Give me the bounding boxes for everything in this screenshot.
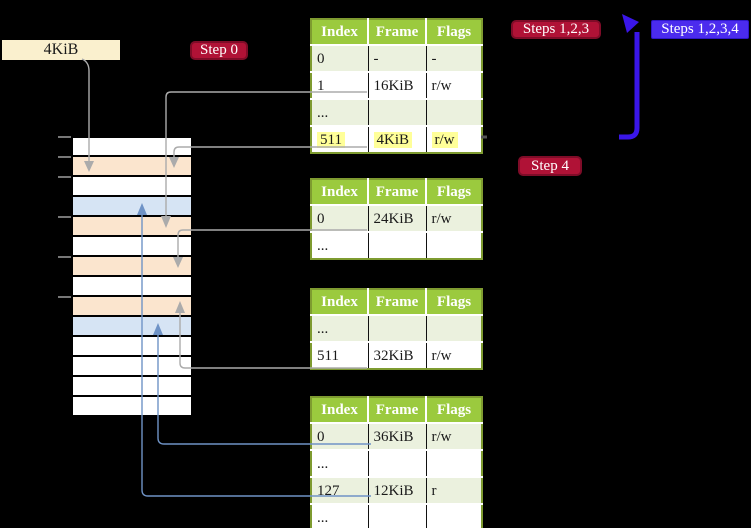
- table-cell: -: [367, 44, 426, 72]
- badge-step-0: Step 0: [190, 41, 248, 60]
- table-header-row: Index Frame Flags: [311, 19, 482, 46]
- table-row: 0 - -: [311, 44, 482, 72]
- badge-steps-1-2-3: Steps 1,2,3: [511, 20, 601, 39]
- table-cell: ...: [311, 449, 368, 477]
- badge-steps-1-2-3-4: Steps 1,2,3,4: [651, 20, 749, 39]
- page-table-4: Index Frame Flags 0 36KiB r/w ... 127 12…: [310, 396, 483, 528]
- column-header: Frame: [368, 19, 427, 46]
- column-header: Flags: [426, 397, 482, 424]
- badge-step-4: Step 4: [518, 156, 582, 176]
- page-table-3: Index Frame Flags ... 511 32KiB r/w: [310, 288, 483, 370]
- table-cell: 511: [311, 341, 368, 369]
- table-cell: ...: [311, 503, 368, 528]
- table-row: 0 24KiB r/w: [311, 204, 482, 232]
- table-header-row: Index Frame Flags: [311, 397, 482, 424]
- table-cell: 16KiB: [367, 71, 426, 99]
- table-cell: r/w: [425, 204, 482, 232]
- table-row: 511 32KiB r/w: [311, 341, 482, 369]
- table-cell: r/w: [425, 341, 482, 369]
- page-table-1: Index Frame Flags 0 - - 1 16KiB r/w ... …: [310, 18, 483, 154]
- table-cell: ...: [311, 231, 368, 259]
- memory-frame: [73, 317, 191, 337]
- table-cell: [425, 231, 482, 259]
- table-cell: 511: [311, 125, 368, 153]
- table-header-row: Index Frame Flags: [311, 179, 482, 206]
- memory-frame: [73, 217, 191, 237]
- table-cell: [367, 231, 426, 259]
- memory-tick-marks: [58, 136, 71, 298]
- table-cell: 24KiB: [367, 204, 426, 232]
- table-cell: [425, 449, 482, 477]
- table-row: ...: [311, 98, 482, 126]
- table-cell: r/w: [425, 125, 482, 153]
- table-cell: 32KiB: [367, 341, 426, 369]
- memory-frame: [73, 237, 191, 257]
- table-cell: 0: [311, 422, 368, 450]
- table-cell: -: [425, 44, 482, 72]
- column-header: Frame: [368, 289, 427, 316]
- table-cell: 4KiB: [367, 125, 426, 153]
- column-header: Index: [311, 19, 369, 46]
- table-row-highlighted: 511 4KiB r/w: [311, 125, 482, 153]
- recursive-loop-arrow: [619, 14, 640, 140]
- table-row: 1 16KiB r/w: [311, 71, 482, 99]
- table-cell: 127: [311, 476, 368, 504]
- memory-frame: [73, 177, 191, 197]
- column-header: Index: [311, 179, 369, 206]
- memory-frame: [73, 397, 191, 417]
- table-cell: [367, 449, 426, 477]
- table-cell: ...: [311, 314, 368, 342]
- column-header: Frame: [368, 179, 427, 206]
- physical-memory-column: [72, 137, 192, 417]
- table-row: ...: [311, 503, 482, 528]
- memory-frame: [73, 357, 191, 377]
- table-row: ...: [311, 231, 482, 259]
- table-cell: [367, 314, 426, 342]
- table-cell: [367, 98, 426, 126]
- memory-frame: [73, 337, 191, 357]
- memory-frame: [73, 257, 191, 277]
- highlight: 511: [317, 131, 345, 148]
- column-header: Index: [311, 289, 369, 316]
- memory-frame: [73, 157, 191, 177]
- table-cell: r/w: [425, 71, 482, 99]
- memory-frame: [73, 197, 191, 217]
- column-header: Index: [311, 397, 369, 424]
- table-header-row: Index Frame Flags: [311, 289, 482, 316]
- arrowhead-up-left-icon: [622, 14, 639, 33]
- table-cell: ...: [311, 98, 368, 126]
- table-cell: r/w: [425, 422, 482, 450]
- table-cell: 12KiB: [367, 476, 426, 504]
- table-cell: 0: [311, 44, 368, 72]
- highlight: 4KiB: [373, 131, 413, 148]
- table-cell: [367, 503, 426, 528]
- page-table-2: Index Frame Flags 0 24KiB r/w ...: [310, 178, 483, 260]
- table-cell: 1: [311, 71, 368, 99]
- table-row: 0 36KiB r/w: [311, 422, 482, 450]
- memory-frame: [73, 377, 191, 397]
- column-header: Flags: [426, 289, 482, 316]
- table-row: 127 12KiB r: [311, 476, 482, 504]
- table-cell: 36KiB: [367, 422, 426, 450]
- table-cell: [425, 503, 482, 528]
- memory-frame: [73, 297, 191, 317]
- table-cell: [425, 98, 482, 126]
- table-row: ...: [311, 449, 482, 477]
- frame-size-label: 4KiB: [2, 40, 120, 60]
- table-row: ...: [311, 314, 482, 342]
- table-cell: [425, 314, 482, 342]
- table-cell: r: [425, 476, 482, 504]
- memory-frame: [73, 137, 191, 157]
- table-cell: 0: [311, 204, 368, 232]
- column-header: Frame: [368, 397, 427, 424]
- column-header: Flags: [426, 179, 482, 206]
- column-header: Flags: [426, 19, 482, 46]
- memory-frame: [73, 277, 191, 297]
- highlight: r/w: [431, 131, 458, 148]
